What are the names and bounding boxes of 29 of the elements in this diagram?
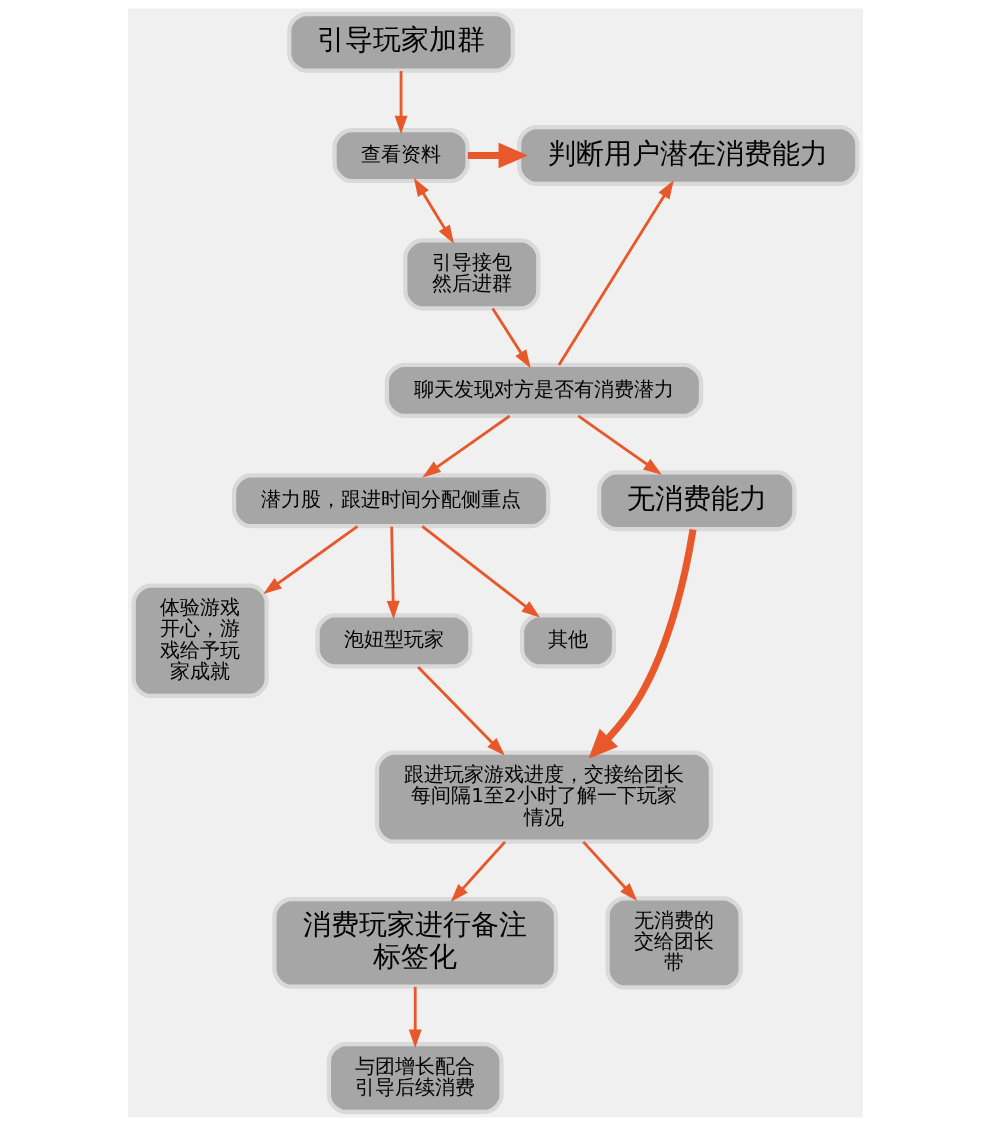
node-box: 判断用户潜在消费能力 (516, 125, 859, 186)
node-box: 泡妞型玩家 (314, 613, 472, 669)
arrow (576, 414, 662, 475)
arrow (413, 177, 454, 244)
arrow (262, 525, 358, 595)
node-box: 无消费能力 (596, 470, 796, 532)
node-box: 潜力股，跟进时间分配侧重点 (231, 473, 550, 529)
node-box: 引导接包然后进群 (402, 238, 540, 311)
arrow (416, 665, 505, 756)
node-box: 与团增长配合引导后续消费 (326, 1041, 504, 1115)
arrow (421, 414, 510, 478)
node-box: 其他 (519, 613, 616, 669)
arrow (421, 525, 540, 618)
arrow (394, 71, 407, 135)
arrow (581, 840, 637, 902)
node-box: 聊天发现对方是否有消费潜力 (384, 362, 703, 418)
arrow (588, 528, 696, 759)
node-box: 无消费的交给团长带 (605, 896, 743, 990)
node-box: 消费玩家进行备注标签化 (271, 896, 558, 989)
node-box: 跟进玩家游戏进度，交接给团长每间隔1至2小时了解一下玩家情况 (374, 750, 713, 844)
arrow (557, 180, 674, 366)
arrow (490, 307, 531, 369)
arrow (450, 840, 506, 903)
arrow (386, 526, 400, 620)
node-box: 体验游戏开心，游戏给予玩家成就 (131, 583, 269, 699)
arrow (467, 142, 528, 169)
arrow (408, 986, 422, 1048)
node-box: 查看资料 (331, 127, 470, 184)
node-box: 引导玩家加群 (286, 11, 515, 73)
